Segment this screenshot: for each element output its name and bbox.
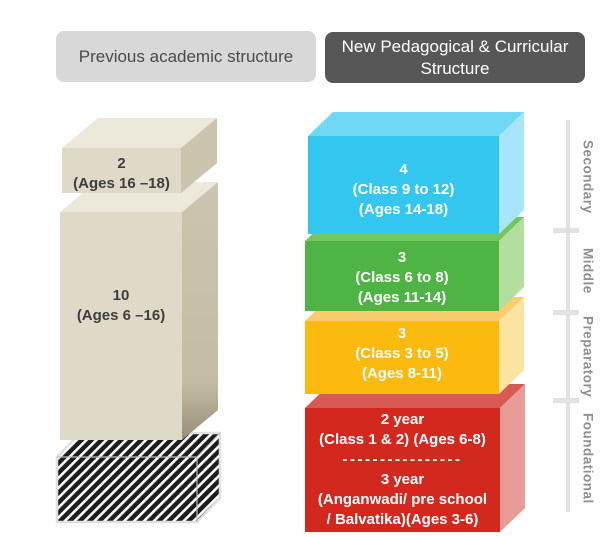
- previous-structure-header-label: Previous academic structure: [78, 46, 294, 66]
- hatched-block-edges: [57, 432, 221, 522]
- axis-line: [566, 120, 570, 512]
- secondary-block: [308, 112, 524, 234]
- stage-label-preparatory: Preparatory: [580, 316, 596, 398]
- foundational-block-front: [305, 408, 500, 532]
- secondary-ages: (Ages 14-18): [358, 201, 449, 218]
- secondary-block-text: 4 (Class 9 to 12) (Ages 14-18): [308, 160, 499, 220]
- new-structure-header-label: New Pedagogical & Curricular Structure: [341, 36, 569, 78]
- preparatory-classes: (Class 3 to 5): [355, 345, 449, 362]
- axis-tick-3: [553, 398, 579, 403]
- middle-block-front: [305, 241, 499, 311]
- senior-block-top: [62, 118, 217, 148]
- preparatory-block-text: 3 (Class 3 to 5) (Ages 8-11): [305, 324, 499, 384]
- senior-block-side: [181, 118, 217, 193]
- middle-block-side: [499, 217, 524, 311]
- stage-axis: [553, 120, 579, 512]
- school-years: 10: [112, 287, 130, 304]
- foundational-upper-detail: (Class 1 & 2) (Ages 6-8): [319, 431, 486, 448]
- middle-block-text: 3 (Class 6 to 8) (Ages 11-14): [305, 248, 499, 308]
- foundational-lower-years: 3 year: [380, 471, 425, 488]
- senior-ages: (Ages 16 –18): [73, 175, 170, 192]
- secondary-classes: (Class 9 to 12): [352, 181, 455, 198]
- secondary-block-top: [308, 112, 524, 136]
- school-block-front: [60, 212, 182, 440]
- stage-label-secondary: Secondary: [580, 140, 596, 214]
- senior-block-text: 2 (Ages 16 –18): [62, 154, 181, 194]
- foundational-lower-detail-2: / Balvatika)(Ages 3-6): [326, 511, 479, 528]
- senior-years: 2: [117, 155, 126, 172]
- foundational-block-text: 2 year (Class 1 & 2) (Ages 6-8) --------…: [305, 410, 500, 530]
- axis-tick-1: [553, 228, 579, 233]
- school-block-side: [182, 182, 218, 440]
- foundational-divider: ----------------: [342, 451, 463, 468]
- foundational-upper-years: 2 year: [380, 411, 425, 428]
- school-ages: (Ages 6 –16): [76, 307, 166, 324]
- secondary-years: 4: [399, 161, 408, 178]
- new-structure-header: New Pedagogical & Curricular Structure: [325, 32, 585, 83]
- senior-block-front: [62, 148, 181, 193]
- middle-ages: (Ages 11-14): [357, 289, 447, 306]
- hatched-block-body: [55, 431, 222, 524]
- foundational-lower-detail-1: (Anganwadi/ pre school: [317, 491, 488, 508]
- preparatory-block-side: [499, 297, 524, 394]
- school-block-text: 10 (Ages 6 –16): [60, 286, 182, 326]
- axis-tick-2: [553, 310, 579, 315]
- middle-years: 3: [397, 249, 407, 266]
- hatched-preschool-block: [55, 431, 222, 524]
- foundational-block-side: [500, 384, 525, 532]
- previous-senior-block: [62, 118, 217, 193]
- preparatory-block-front: [305, 321, 499, 394]
- secondary-block-front: [308, 136, 499, 234]
- preparatory-ages: (Ages 8-11): [361, 365, 443, 382]
- secondary-block-side: [499, 112, 524, 234]
- previous-structure-header: Previous academic structure: [56, 31, 316, 82]
- stage-label-middle: Middle: [580, 248, 596, 294]
- preparatory-years: 3: [397, 325, 407, 342]
- stage-label-foundational: Foundational: [580, 412, 596, 504]
- middle-classes: (Class 6 to 8): [355, 269, 449, 286]
